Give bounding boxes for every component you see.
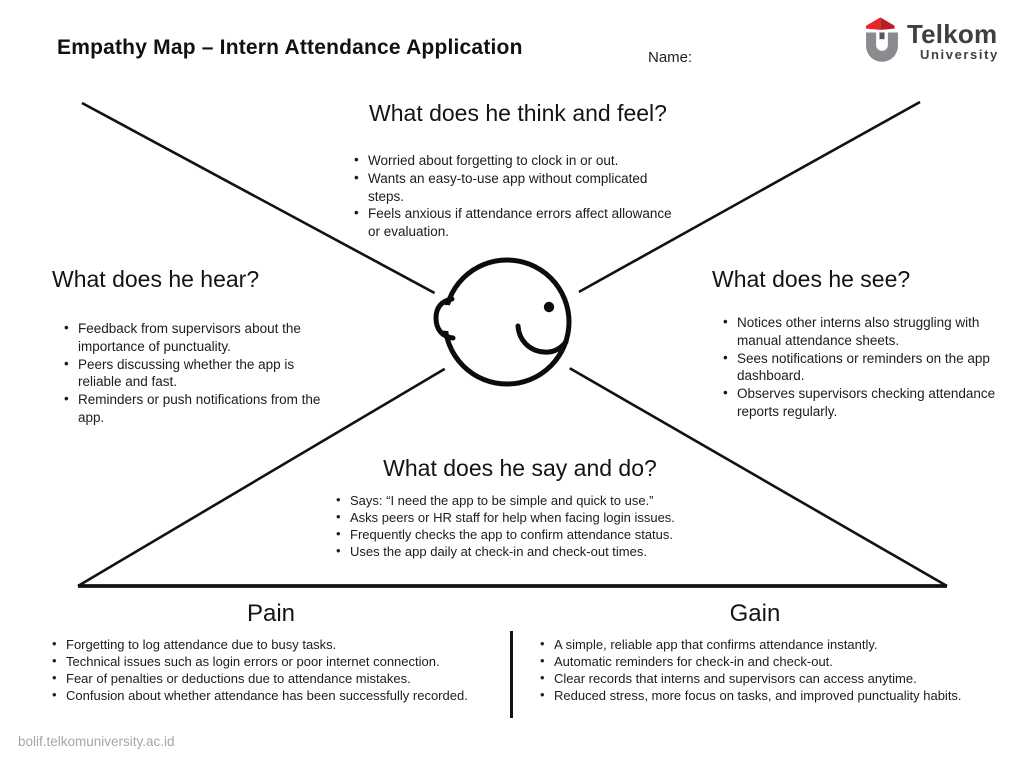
- bullet-item: Peers discussing whether the app is reli…: [62, 355, 330, 392]
- bullet-item: Feedback from supervisors about the impo…: [62, 319, 330, 356]
- face-ear: [433, 296, 456, 341]
- gain-list: A simple, reliable app that confirms att…: [538, 635, 986, 705]
- pain-section: Pain Forgetting to log attendance due to…: [36, 600, 506, 705]
- bullet-item: Says: “I need the app to be simple and q…: [334, 491, 716, 509]
- logo-text: Telkom University: [907, 21, 999, 61]
- bullet-item: Clear records that interns and superviso…: [538, 669, 986, 687]
- pain-heading: Pain: [246, 600, 296, 627]
- bullet-item: Forgetting to log attendance due to busy…: [50, 635, 506, 653]
- quadrant-say-do: What does he say and do? Says: “I need t…: [318, 455, 722, 561]
- quadrant-hear-list: Feedback from supervisors about the impo…: [62, 319, 330, 427]
- quadrant-say-do-heading: What does he say and do?: [383, 455, 657, 481]
- quadrant-see: What does he see? Notices other interns …: [712, 266, 1014, 421]
- quadrant-think-feel-heading: What does he think and feel?: [369, 100, 667, 126]
- telkom-university-logo: Telkom University: [860, 14, 999, 66]
- bullet-item: Fear of penalties or deductions due to a…: [50, 669, 506, 687]
- face-smile: [515, 323, 569, 355]
- quadrant-hear-heading: What does he hear?: [52, 266, 260, 292]
- bullet-item: Automatic reminders for check-in and che…: [538, 652, 986, 670]
- quadrant-see-heading: What does he see?: [712, 266, 911, 292]
- bullet-item: Worried about forgetting to clock in or …: [352, 151, 682, 170]
- bullet-item: Frequently checks the app to confirm att…: [334, 525, 716, 543]
- quadrant-say-do-list: Says: “I need the app to be simple and q…: [334, 491, 716, 561]
- quadrant-see-list: Notices other interns also struggling wi…: [721, 313, 1007, 421]
- telkom-logo-icon: [866, 17, 898, 62]
- pain-gain-divider: [510, 631, 513, 718]
- bullet-item: Observes supervisors checking attendance…: [721, 384, 1007, 421]
- bullet-item: Sees notifications or reminders on the a…: [721, 349, 1007, 386]
- bullet-item: Feels anxious if attendance errors affec…: [352, 204, 682, 241]
- bullet-item: Reminders or push notifications from the…: [62, 390, 330, 427]
- logo-sub-text: University: [920, 47, 999, 62]
- name-label: Name:: [648, 49, 693, 66]
- quadrant-think-feel: What does he think and feel? Worried abo…: [330, 100, 706, 241]
- bullet-item: Asks peers or HR staff for help when fac…: [334, 508, 716, 526]
- gain-section: Gain A simple, reliable app that confirm…: [524, 600, 986, 705]
- bullet-item: Reduced stress, more focus on tasks, and…: [538, 686, 986, 704]
- face-icon: [433, 257, 572, 387]
- diagonal-bottom-left: [77, 330, 508, 588]
- footer-url: bolif.telkomuniversity.ac.id: [18, 734, 175, 749]
- bullet-item: Technical issues such as login errors or…: [50, 652, 506, 670]
- face-eye: [543, 301, 555, 313]
- pain-list: Forgetting to log attendance due to busy…: [50, 635, 506, 705]
- bullet-item: Wants an easy-to-use app without complic…: [352, 169, 682, 206]
- quadrant-think-feel-list: Worried about forgetting to clock in or …: [352, 151, 682, 241]
- logo-brand-text: Telkom: [907, 19, 998, 49]
- bullet-item: A simple, reliable app that confirms att…: [538, 635, 986, 653]
- bullet-item: Confusion about whether attendance has b…: [50, 686, 506, 704]
- bullet-item: Notices other interns also struggling wi…: [721, 313, 1007, 350]
- bullet-item: Uses the app daily at check-in and check…: [334, 542, 716, 560]
- page-title: Empathy Map – Intern Attendance Applicat…: [57, 36, 523, 59]
- gain-heading: Gain: [729, 600, 781, 627]
- quadrant-hear: What does he hear? Feedback from supervi…: [52, 266, 344, 427]
- diagonal-bottom-right: [506, 330, 948, 588]
